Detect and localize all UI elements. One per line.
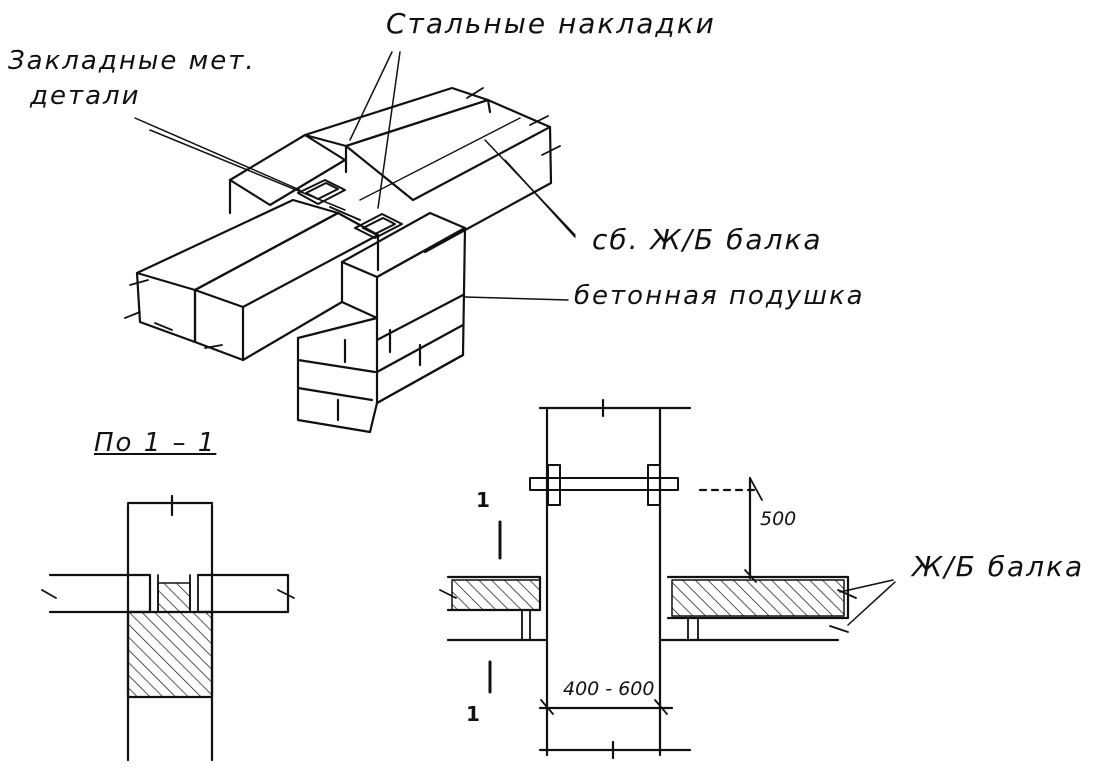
section-mark-bottom: 1 bbox=[466, 702, 480, 726]
back-pad bbox=[228, 133, 347, 215]
label-precast-beam: сб. Ж/Б балка bbox=[592, 223, 823, 256]
label-steel-plates: Стальные накладки bbox=[386, 7, 716, 40]
break-ticks bbox=[124, 87, 561, 349]
label-rc-beam: Ж/Б балка bbox=[912, 550, 1085, 583]
section-mark-top: 1 bbox=[476, 488, 490, 512]
isometric-view bbox=[124, 51, 576, 434]
cross-section bbox=[439, 398, 896, 760]
label-embedded-parts-2: детали bbox=[30, 81, 141, 111]
label-concrete-pad: бетонная подушка bbox=[574, 281, 865, 311]
dimension-width: 400 - 600 bbox=[563, 678, 655, 700]
near-beam-right bbox=[193, 211, 380, 362]
section-title: По 1 – 1 bbox=[94, 428, 217, 458]
steel-plate-top bbox=[529, 464, 679, 506]
dimension-height: 500 bbox=[760, 508, 797, 530]
front-pad bbox=[296, 211, 467, 434]
label-embedded-parts-1: Закладные мет. bbox=[8, 46, 256, 76]
far-beam-right bbox=[344, 98, 553, 254]
section-1-1 bbox=[41, 494, 295, 762]
steel-plates bbox=[297, 179, 403, 239]
leader-lines bbox=[134, 51, 576, 301]
near-beam-left bbox=[135, 198, 340, 344]
